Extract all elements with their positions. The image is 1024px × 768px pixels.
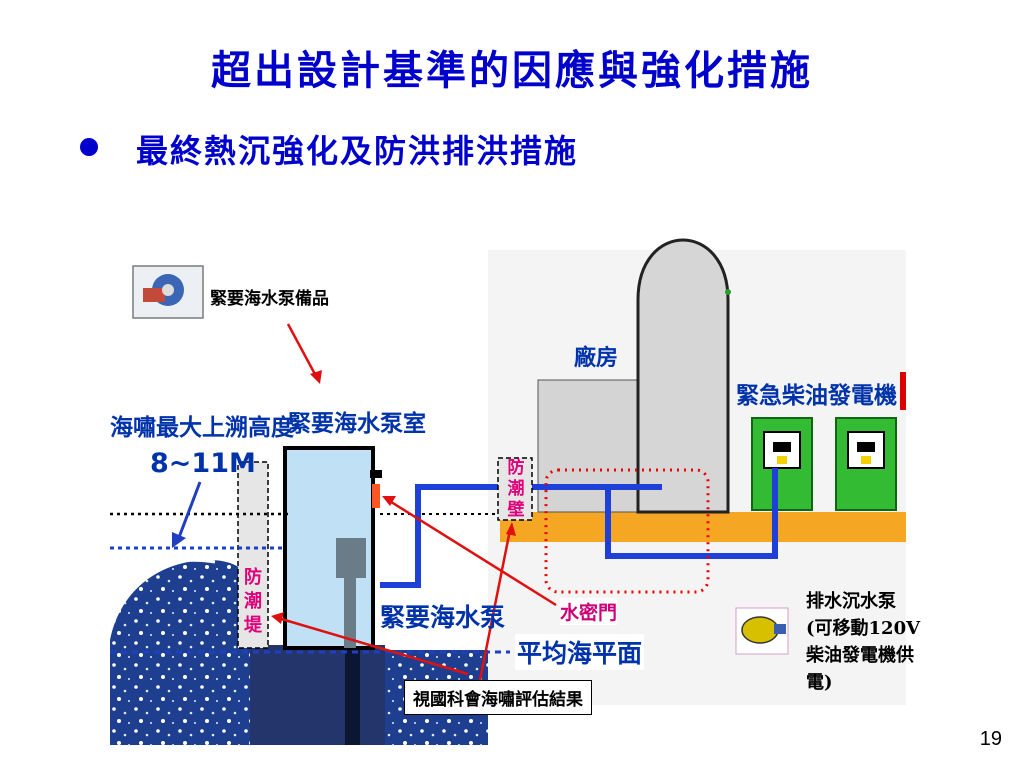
plant-building xyxy=(537,379,639,513)
tsunami-height-value: 8~11M xyxy=(150,448,256,479)
pump-shaft xyxy=(344,578,356,648)
cooling-pipe xyxy=(380,484,662,588)
slide-title: 超出設計基準的因應與強化措施 xyxy=(211,47,813,94)
mean-sea-level-label: 平均海平面 xyxy=(515,634,645,670)
diesel-generator-label: 緊急柴油發電機 xyxy=(736,383,897,409)
tsunami-height-label: 海嘯最大上溯高度 xyxy=(110,415,294,441)
cooling-pipe-return xyxy=(605,468,778,559)
tide-wall-right-label: 防 潮 壁 xyxy=(507,458,525,520)
reactor-dome xyxy=(636,238,730,514)
ground-base xyxy=(250,645,385,745)
seawall-left xyxy=(237,461,269,649)
pump-motor xyxy=(336,538,366,578)
seawall-left-label: 防 潮 堤 xyxy=(244,567,262,636)
pump-pit xyxy=(345,650,360,745)
assessment-label: 視國科會海嘯評估結果 xyxy=(404,680,592,715)
pump-spares-label: 緊要海水泵備品 xyxy=(210,289,329,309)
pump-label: 緊要海水泵 xyxy=(380,603,506,632)
page-number: 19 xyxy=(979,728,1002,750)
tide-wall-right xyxy=(497,457,533,521)
watertight-door-label: 水密門 xyxy=(560,598,618,625)
tsunami-wave xyxy=(110,560,255,655)
sump-pump-label: 排水沉水泵 (可移動120V 柴油發電機供 電) xyxy=(806,591,921,693)
bullet-icon xyxy=(80,138,98,156)
bullet-text: 最終熱沉強化及防洪排洪措施 xyxy=(136,132,579,170)
pump-room-label: 緊要海水泵室 xyxy=(288,411,426,437)
plant-building-label: 廠房 xyxy=(574,346,619,371)
ground-layer xyxy=(500,512,906,542)
watertight-door-marker xyxy=(372,484,380,508)
